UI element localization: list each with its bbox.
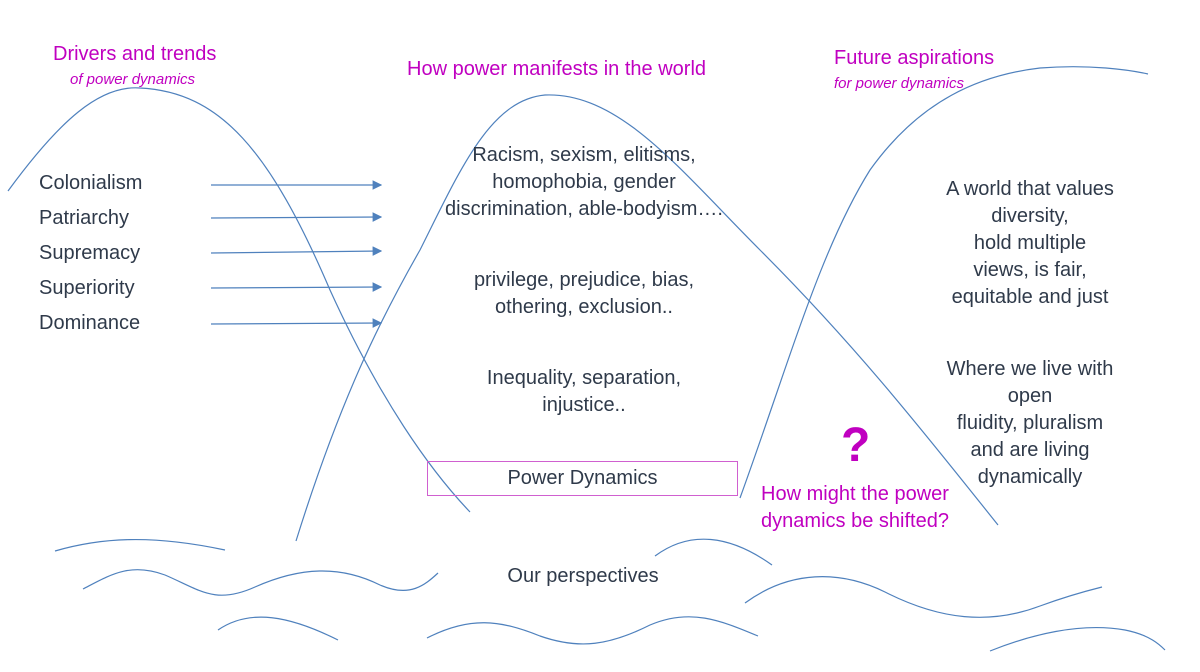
wave-line xyxy=(217,616,339,641)
driver-patriarchy: Patriarchy xyxy=(39,207,130,229)
our-perspectives-label: Our perspectives xyxy=(507,565,659,587)
wave-line xyxy=(426,616,759,645)
arrow-dominance xyxy=(210,318,383,328)
driver-supremacy: Supremacy xyxy=(39,242,141,264)
wave-line xyxy=(654,538,773,566)
driver-colonialism: Colonialism xyxy=(39,172,143,194)
manifestation-block-inequality: Inequality, separation, injustice.. xyxy=(486,367,682,416)
power-dynamics-label: Power Dynamics xyxy=(507,467,658,489)
wave-line xyxy=(82,569,439,596)
driver-dominance: Dominance xyxy=(39,312,141,334)
arrow-patriarchy xyxy=(210,212,383,222)
arrow-superiority xyxy=(210,282,383,292)
wave-line xyxy=(54,538,226,552)
drivers-heading: Drivers and trends xyxy=(53,43,217,65)
driver-superiority: Superiority xyxy=(39,277,135,299)
wave-line xyxy=(989,627,1166,652)
drivers-subheading: of power dynamics xyxy=(70,71,196,88)
manifests-heading: How power manifests in the world xyxy=(407,58,707,80)
manifestation-block-discrimination: Racism, sexism, elitisms, homophobia, ge… xyxy=(445,144,723,220)
arrow-supremacy xyxy=(210,246,383,256)
manifestation-block-privilege: privilege, prejudice, bias, othering, ex… xyxy=(473,269,695,318)
aspirations-heading: Future aspirations xyxy=(834,47,995,69)
shift-question: How might the power dynamics be shifted? xyxy=(761,483,949,532)
left-hill-curve xyxy=(7,87,471,513)
aspirations-subheading: for power dynamics xyxy=(834,75,965,92)
power-dynamics-box: Power Dynamics xyxy=(427,461,738,496)
wave-line xyxy=(744,576,1103,618)
right-hill-curve xyxy=(739,66,1149,499)
vision-diversity: A world that values diversity, hold mult… xyxy=(946,178,1114,308)
vision-fluidity: Where we live with open fluidity, plural… xyxy=(946,358,1114,488)
question-mark-icon: ? xyxy=(841,419,871,472)
